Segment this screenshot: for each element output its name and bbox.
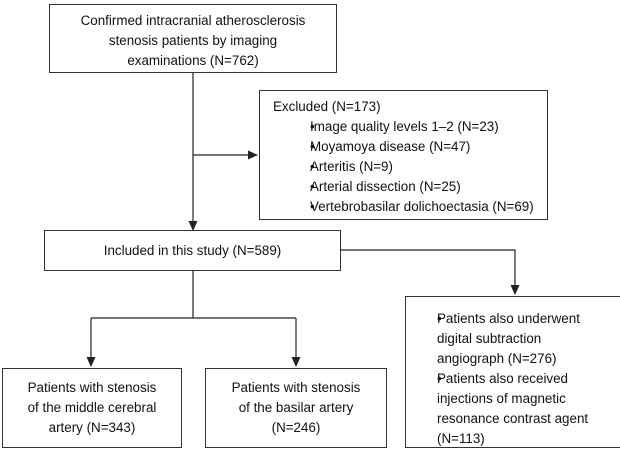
excluded-item-arteritis: Arteritis (N=9) — [310, 157, 547, 177]
procedure-item-dsa: Patients also underwent digital subtract… — [426, 309, 620, 369]
excluded-title: Excluded (N=173) — [273, 99, 381, 114]
procedure-contrast-line-3: resonance contrast agent — [437, 411, 589, 426]
confirmed-patients-box: Confirmed intracranial atherosclerosis s… — [49, 4, 337, 73]
procedure-dsa-line-3: angiograph (N=276) — [437, 351, 557, 366]
procedure-dsa-line-1: Patients also underwent — [437, 311, 580, 326]
middle-cerebral-line-3: artery (N=343) — [48, 420, 136, 435]
confirmed-line-2: stenosis patients by imaging — [108, 33, 278, 48]
arrow-included-to-procedures — [340, 249, 520, 295]
procedure-item-contrast: Patients also received injections of mag… — [426, 369, 620, 449]
basilar-line-2: of the basilar artery — [238, 400, 354, 415]
excluded-item-moyamoya: Moyamoya disease (N=47) — [310, 137, 547, 157]
procedure-contrast-line-2: injections of magnetic — [437, 391, 566, 406]
excluded-item-image-quality: Image quality levels 1–2 (N=23) — [310, 117, 547, 137]
included-box: Included in this study (N=589) — [44, 230, 341, 271]
procedure-contrast-line-4: (N=113) — [437, 431, 485, 446]
procedures-box: Patients also underwent digital subtract… — [405, 296, 620, 448]
excluded-item-dissection: Arterial dissection (N=25) — [310, 177, 547, 197]
included-label: Included in this study (N=589) — [103, 243, 282, 258]
basilar-box: Patients with stenosis of the basilar ar… — [205, 368, 387, 448]
confirmed-line-1: Confirmed intracranial atherosclerosis — [80, 13, 306, 28]
middle-cerebral-box: Patients with stenosis of the middle cer… — [2, 368, 182, 448]
confirmed-line-3: examinations (N=762) — [127, 53, 259, 68]
basilar-line-3: (N=246) — [271, 420, 321, 435]
middle-cerebral-line-1: Patients with stenosis — [27, 380, 157, 395]
procedure-contrast-line-1: Patients also received — [437, 371, 569, 386]
procedures-list: Patients also underwent digital subtract… — [426, 309, 620, 449]
basilar-line-1: Patients with stenosis — [231, 380, 361, 395]
excluded-box: Excluded (N=173) Image quality levels 1–… — [259, 90, 548, 220]
middle-cerebral-line-2: of the middle cerebral — [27, 400, 157, 415]
procedure-dsa-line-2: digital subtraction — [437, 331, 542, 346]
excluded-list: Image quality levels 1–2 (N=23) Moyamoya… — [273, 117, 547, 217]
excluded-item-dolichoectasia: Vertebrobasilar dolichoectasia (N=69) — [310, 197, 547, 217]
